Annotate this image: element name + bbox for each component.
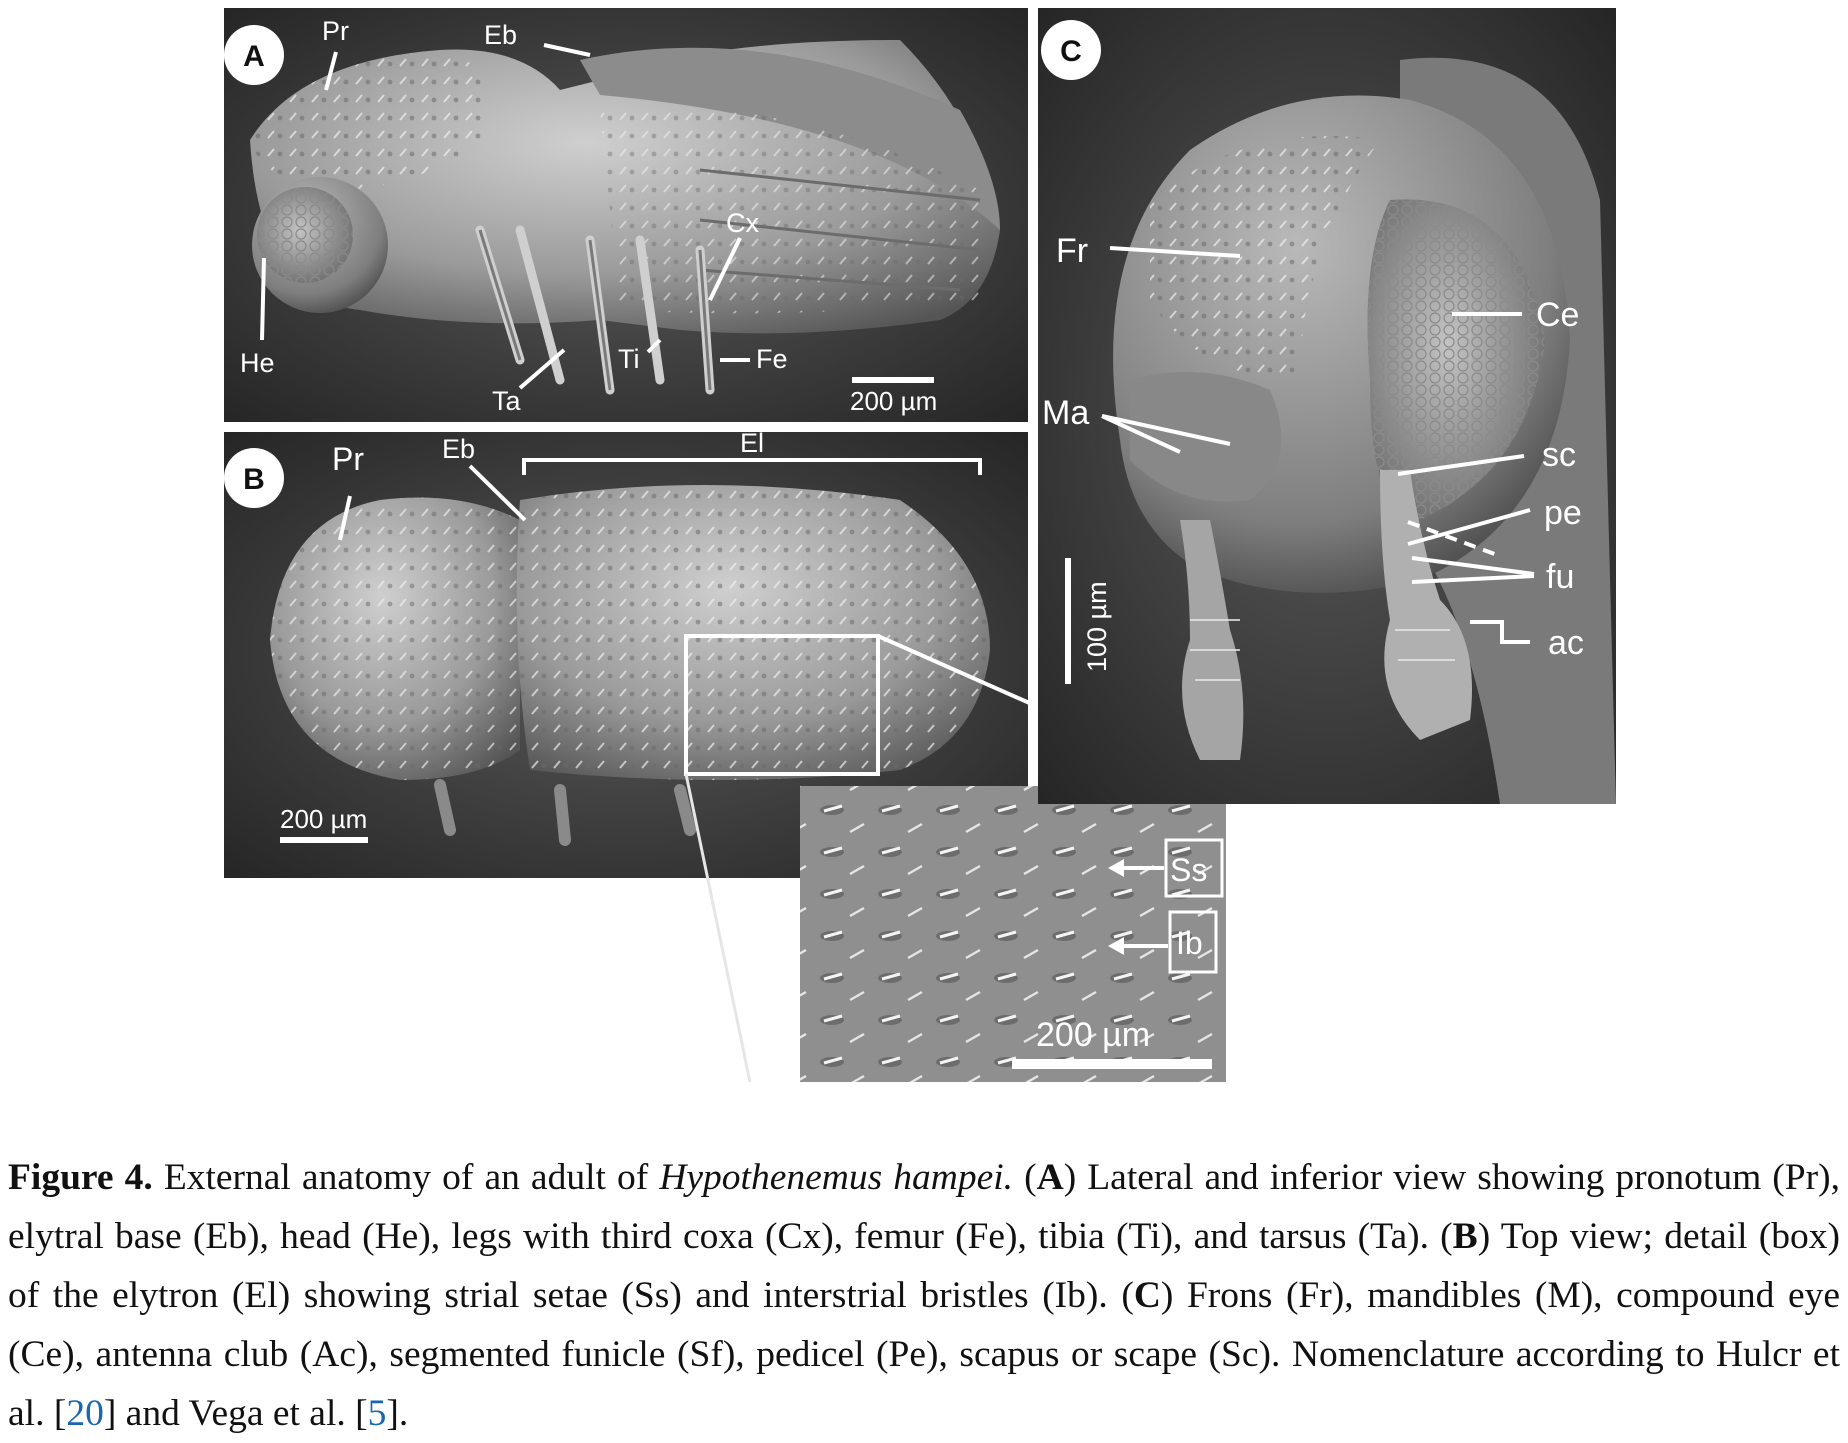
label-sc: sc: [1542, 436, 1576, 474]
beetle-lateral-image: [250, 40, 1000, 395]
beetle-top-image: [270, 485, 990, 846]
pe-pointer: [1407, 508, 1531, 546]
label-he: He: [240, 348, 275, 378]
label-eb-a: Eb: [484, 20, 517, 50]
panel-b-letter-badge: [224, 448, 284, 508]
ib-arrowhead: [1108, 937, 1124, 955]
label-ss: Ss: [1170, 852, 1207, 888]
scale-label-b: 200 µm: [280, 804, 367, 834]
caption-text-6: ] and Vega et al. [: [103, 1393, 368, 1434]
fu-pointer-1: [1411, 556, 1535, 576]
ss-box: [1164, 838, 1224, 898]
ma-pointer-1: [1101, 414, 1181, 454]
panel-c-letter: C: [1060, 35, 1082, 68]
he-pointer: [260, 257, 266, 341]
caption-panel-c: C: [1133, 1275, 1161, 1316]
sc-pointer: [1397, 454, 1525, 476]
scale-label-inset: 200 µm: [1036, 1016, 1150, 1054]
ib-box: [1168, 910, 1218, 974]
cx-pointer: [708, 237, 742, 301]
caption-text-7: ].: [386, 1393, 409, 1434]
label-ac: ac: [1548, 624, 1584, 662]
caption-label: Figure 4.: [8, 1157, 153, 1198]
label-fu: fu: [1546, 558, 1574, 596]
ti-pointer: [646, 338, 662, 354]
panel-b-letter: B: [243, 463, 265, 496]
panel-a: A Pr Eb Cx He Ta Ti Fe 200 µm: [224, 8, 1028, 422]
figure-svg: A Pr Eb Cx He Ta Ti Fe 200 µm B Pr Eb: [224, 8, 1616, 1083]
caption-species: Hypothenemus hampei.: [659, 1157, 1014, 1198]
caption-panel-b: B: [1452, 1216, 1478, 1257]
caption-text-3: ) Lateral and inferior view showing pron…: [8, 1157, 1841, 1257]
label-el: El: [740, 428, 764, 458]
pr-pointer: [324, 51, 338, 91]
panel-c: C Fr Ce Ma sc pe fu ac 100 µm: [1038, 8, 1616, 805]
label-ma: Ma: [1042, 394, 1089, 432]
label-pe: pe: [1544, 494, 1582, 532]
inset-connector-left: [684, 773, 752, 1083]
label-ta: Ta: [492, 386, 522, 416]
ss-arrowhead: [1108, 859, 1124, 877]
label-fr: Fr: [1056, 232, 1088, 270]
pe-dashed-pointer: [1407, 520, 1501, 558]
label-ce: Ce: [1536, 296, 1579, 334]
caption-text-4: ) Top view; detail (box) of the elytron …: [8, 1216, 1841, 1316]
label-fe: Fe: [756, 344, 788, 374]
fr-pointer: [1109, 246, 1241, 258]
label-eb-b: Eb: [442, 434, 475, 464]
citation-link-20[interactable]: 20: [66, 1393, 104, 1434]
scale-label-a: 200 µm: [850, 386, 937, 416]
panel-a-letter: A: [243, 40, 265, 73]
caption-text-2: (: [1013, 1157, 1037, 1198]
ta-pointer: [518, 348, 566, 390]
inset-image: [800, 786, 1226, 1082]
panel-c-letter-badge: [1041, 20, 1101, 80]
label-ib: Ib: [1176, 925, 1203, 961]
label-cx: Cx: [726, 208, 759, 238]
caption-text-5: ) Frons (Fr), mandibles (M), compound ey…: [8, 1275, 1841, 1434]
fu-pointer-2: [1411, 574, 1535, 584]
figure-4: A Pr Eb Cx He Ta Ti Fe 200 µm B Pr Eb: [224, 8, 1616, 1083]
citation-link-5[interactable]: 5: [367, 1393, 387, 1434]
inset-detail: Ss Ib 200 µm: [800, 786, 1226, 1082]
label-ti: Ti: [618, 344, 640, 374]
label-pr-a: Pr: [322, 16, 349, 46]
ma-pointer-2: [1101, 414, 1231, 446]
eb-pointer-b: [468, 464, 527, 522]
el-bracket: [522, 458, 982, 475]
detail-box: [684, 634, 880, 776]
panel-b: B Pr Eb El 200 µm: [224, 428, 1028, 878]
scale-label-c: 100 µm: [1082, 581, 1112, 672]
caption-panel-a: A: [1036, 1157, 1064, 1198]
figure-caption: Figure 4. External anatomy of an adult o…: [8, 1148, 1840, 1443]
ac-pointer: [1470, 620, 1530, 644]
caption-text-1: External anatomy of an adult of: [152, 1157, 660, 1198]
pr-pointer-b: [338, 495, 352, 541]
beetle-head-image: [1113, 57, 1616, 805]
label-pr-b: Pr: [332, 441, 364, 477]
eb-pointer-a: [543, 43, 591, 57]
panel-a-letter-badge: [224, 25, 284, 85]
